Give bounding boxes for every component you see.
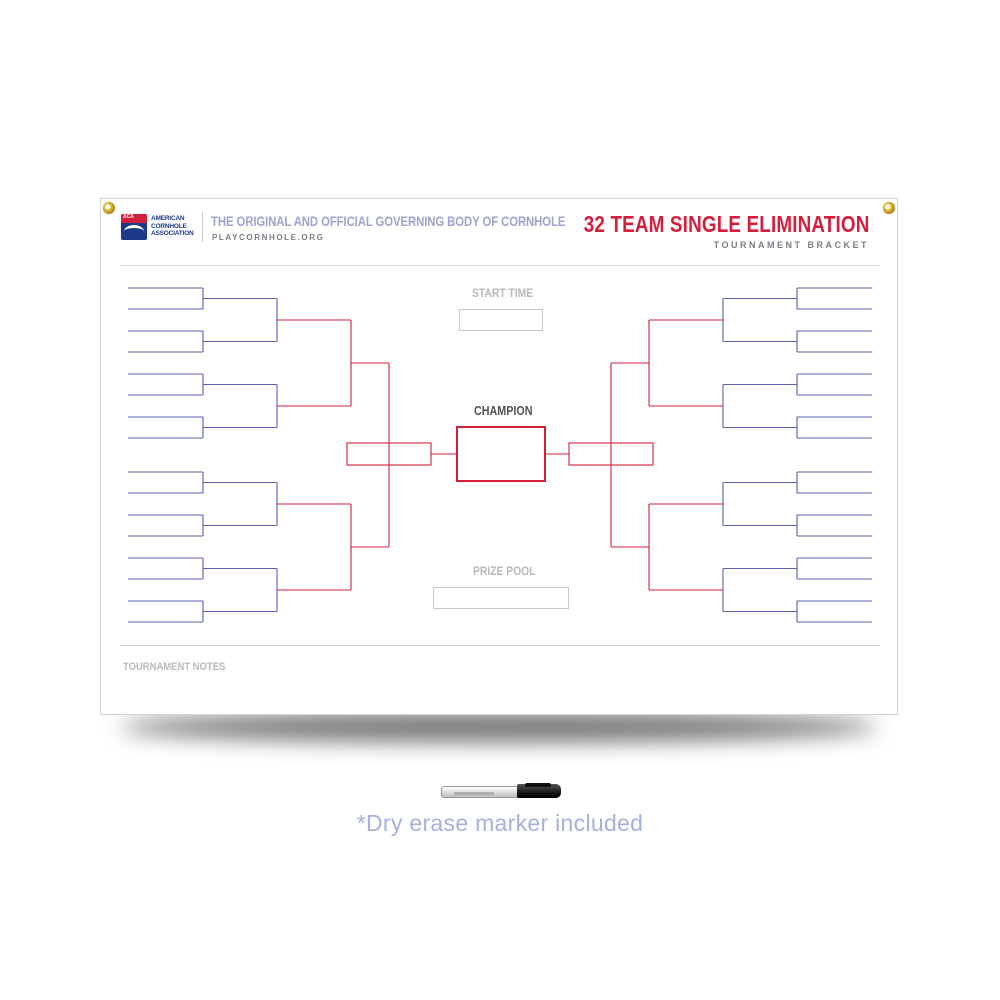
tagline: THE ORIGINAL AND OFFICIAL GOVERNING BODY… bbox=[211, 214, 566, 229]
start-time-label: START TIME bbox=[472, 286, 534, 300]
header-divider bbox=[202, 212, 203, 242]
aca-badge-icon: ACA bbox=[121, 214, 147, 240]
website-link[interactable]: PLAYCORNHOLE.ORG bbox=[212, 233, 325, 242]
prize-pool-field[interactable] bbox=[433, 587, 569, 609]
champion-slot[interactable] bbox=[456, 426, 546, 482]
banner-shadow bbox=[120, 712, 878, 742]
grommet-icon bbox=[883, 202, 895, 214]
dry-erase-marker-icon bbox=[441, 783, 561, 798]
notes-rule bbox=[120, 645, 880, 646]
prize-pool-label: PRIZE POOL bbox=[473, 564, 536, 578]
aca-logo: ACA AMERICAN CORNHOLE ASSOCIATION bbox=[121, 214, 194, 242]
start-time-field[interactable] bbox=[459, 309, 543, 331]
grommet-icon bbox=[103, 202, 115, 214]
champion-label: CHAMPION bbox=[474, 404, 533, 418]
logo-text: AMERICAN CORNHOLE ASSOCIATION bbox=[151, 215, 194, 237]
notes-label: TOURNAMENT NOTES bbox=[123, 661, 226, 673]
aca-badge-text: ACA bbox=[123, 214, 134, 220]
header-rule bbox=[120, 265, 880, 266]
page-subtitle: TOURNAMENT BRACKET bbox=[713, 240, 869, 250]
product-caption: *Dry erase marker included bbox=[356, 810, 644, 836]
page-title: 32 TEAM SINGLE ELIMINATION bbox=[584, 211, 870, 237]
